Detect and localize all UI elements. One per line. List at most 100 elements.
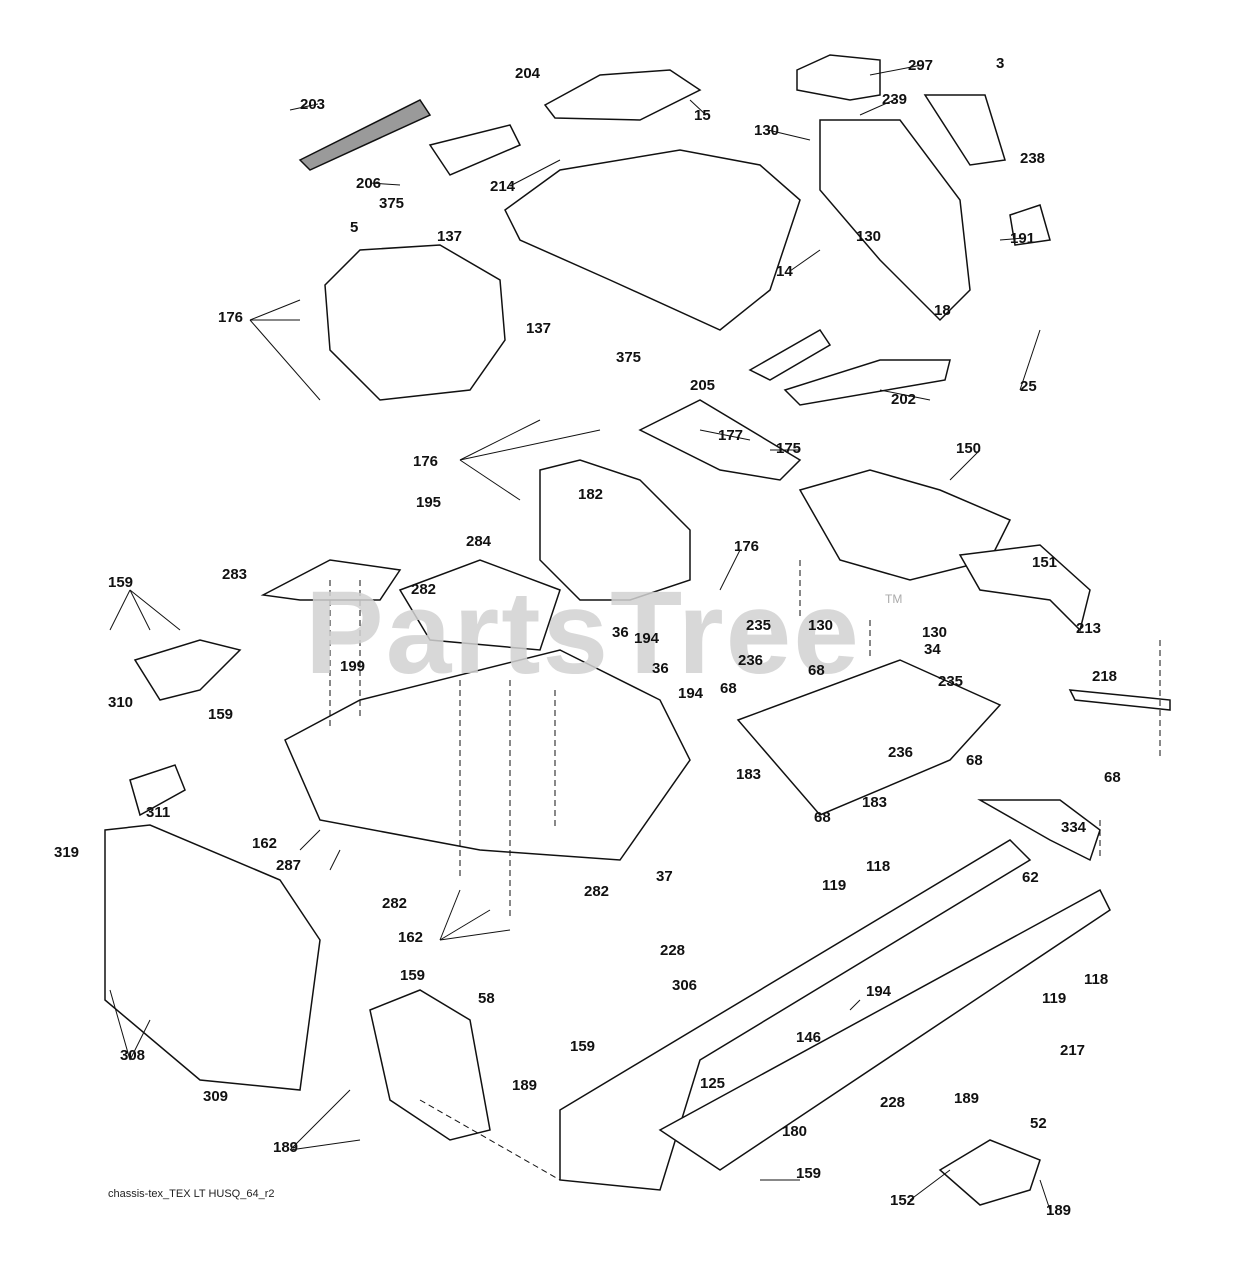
part-label-68[interactable]: 68 [808, 662, 825, 679]
part-label-282[interactable]: 282 [584, 883, 610, 900]
part-label-238[interactable]: 238 [1020, 150, 1046, 167]
part-label-36[interactable]: 36 [652, 660, 669, 677]
part-label-125[interactable]: 125 [700, 1075, 726, 1092]
dash-panel-part [504, 149, 801, 331]
part-label-228[interactable]: 228 [880, 1094, 906, 1111]
part-label-130[interactable]: 130 [808, 617, 834, 634]
part-label-218[interactable]: 218 [1092, 668, 1118, 685]
part-label-68[interactable]: 68 [720, 680, 737, 697]
part-label-119[interactable]: 119 [1042, 990, 1067, 1007]
part-label-176[interactable]: 176 [734, 538, 760, 555]
part-label-217[interactable]: 217 [1060, 1042, 1086, 1059]
part-label-176[interactable]: 176 [413, 453, 439, 470]
part-label-159[interactable]: 159 [570, 1038, 596, 1055]
part-label-191[interactable]: 191 [1010, 230, 1036, 247]
part-label-183[interactable]: 183 [862, 794, 888, 811]
part-label-236[interactable]: 236 [738, 652, 764, 669]
part-label-287[interactable]: 287 [276, 857, 302, 874]
part-label-206[interactable]: 206 [356, 175, 382, 192]
part-label-194[interactable]: 194 [678, 685, 704, 702]
part-label-195[interactable]: 195 [416, 494, 442, 511]
part-label-25[interactable]: 25 [1020, 378, 1037, 395]
part-label-58[interactable]: 58 [478, 990, 495, 1007]
bracket-part [1068, 689, 1171, 711]
part-label-282[interactable]: 282 [382, 895, 408, 912]
part-label-159[interactable]: 159 [400, 967, 426, 984]
part-label-130[interactable]: 130 [754, 122, 780, 139]
part-label-37[interactable]: 37 [656, 868, 673, 885]
part-label-182[interactable]: 182 [578, 486, 604, 503]
part-label-239[interactable]: 239 [882, 91, 908, 108]
part-label-34[interactable]: 34 [924, 641, 941, 658]
part-label-205[interactable]: 205 [690, 377, 716, 394]
part-label-189[interactable]: 189 [954, 1090, 980, 1107]
part-label-310[interactable]: 310 [108, 694, 134, 711]
part-label-176[interactable]: 176 [218, 309, 244, 326]
part-label-130[interactable]: 130 [922, 624, 948, 641]
part-label-14[interactable]: 14 [776, 263, 793, 280]
part-label-189[interactable]: 189 [1046, 1202, 1072, 1219]
part-label-375[interactable]: 375 [379, 195, 405, 212]
part-label-118[interactable]: 118 [1084, 971, 1109, 988]
part-label-282[interactable]: 282 [411, 581, 437, 598]
part-label-334[interactable]: 334 [1061, 819, 1087, 836]
part-label-283[interactable]: 283 [222, 566, 248, 583]
part-label-194[interactable]: 194 [634, 630, 660, 647]
leader-line [249, 299, 301, 321]
part-label-311[interactable]: 311 [146, 804, 171, 821]
part-label-137[interactable]: 137 [526, 320, 552, 337]
part-label-235[interactable]: 235 [938, 673, 964, 690]
part-label-213[interactable]: 213 [1076, 620, 1102, 637]
part-label-308[interactable]: 308 [120, 1047, 146, 1064]
part-label-183[interactable]: 183 [736, 766, 762, 783]
leader-line [419, 1099, 561, 1181]
part-label-118[interactable]: 118 [866, 858, 891, 875]
part-label-297[interactable]: 297 [908, 57, 934, 74]
part-label-236[interactable]: 236 [888, 744, 914, 761]
part-label-180[interactable]: 180 [782, 1123, 808, 1140]
part-label-62[interactable]: 62 [1022, 869, 1039, 886]
part-label-5[interactable]: 5 [350, 219, 359, 236]
leader-line [767, 129, 811, 141]
part-label-150[interactable]: 150 [956, 440, 982, 457]
part-label-3[interactable]: 3 [996, 55, 1005, 72]
part-label-162[interactable]: 162 [252, 835, 278, 852]
part-label-175[interactable]: 175 [776, 440, 802, 457]
part-label-199[interactable]: 199 [340, 658, 366, 675]
part-label-235[interactable]: 235 [746, 617, 772, 634]
part-label-203[interactable]: 203 [300, 96, 326, 113]
part-label-194[interactable]: 194 [866, 983, 892, 1000]
part-label-189[interactable]: 189 [273, 1139, 299, 1156]
part-label-151[interactable]: 151 [1032, 554, 1058, 571]
part-label-137[interactable]: 137 [437, 228, 463, 245]
part-label-152[interactable]: 152 [890, 1192, 916, 1209]
part-label-68[interactable]: 68 [966, 752, 983, 769]
part-label-119[interactable]: 119 [822, 877, 847, 894]
part-label-159[interactable]: 159 [208, 706, 234, 723]
part-label-306[interactable]: 306 [672, 977, 698, 994]
bracket-part [958, 544, 1091, 632]
part-label-162[interactable]: 162 [398, 929, 424, 946]
part-label-204[interactable]: 204 [515, 65, 541, 82]
part-label-214[interactable]: 214 [490, 178, 516, 195]
leader-line [109, 589, 131, 631]
part-label-284[interactable]: 284 [466, 533, 492, 550]
part-label-177[interactable]: 177 [718, 427, 744, 444]
leader-line [909, 1169, 951, 1201]
part-label-228[interactable]: 228 [660, 942, 686, 959]
part-label-68[interactable]: 68 [1104, 769, 1121, 786]
part-label-189[interactable]: 189 [512, 1077, 538, 1094]
part-label-15[interactable]: 15 [694, 107, 711, 124]
part-label-159[interactable]: 159 [108, 574, 134, 591]
part-label-375[interactable]: 375 [616, 349, 642, 366]
part-label-202[interactable]: 202 [891, 391, 917, 408]
part-label-130[interactable]: 130 [856, 228, 882, 245]
part-label-309[interactable]: 309 [203, 1088, 229, 1105]
part-label-68[interactable]: 68 [814, 809, 831, 826]
part-label-319[interactable]: 319 [54, 844, 80, 861]
part-label-52[interactable]: 52 [1030, 1115, 1047, 1132]
part-label-146[interactable]: 146 [796, 1029, 822, 1046]
part-label-36[interactable]: 36 [612, 624, 629, 641]
part-label-18[interactable]: 18 [934, 302, 951, 319]
part-label-159[interactable]: 159 [796, 1165, 822, 1182]
